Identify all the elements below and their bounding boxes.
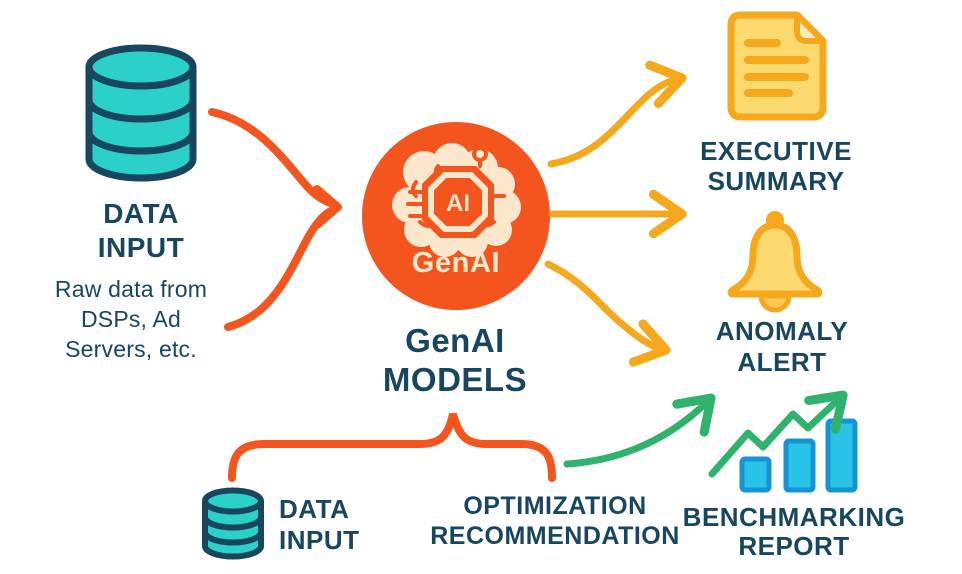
database-divider: [85, 96, 197, 123]
optimization-recommendation-label: OPTIMIZATION RECOMMENDATION: [430, 492, 680, 550]
data-input-label: DATA INPUT: [97, 198, 185, 263]
bar-chart-icon: [708, 390, 858, 493]
benchmarking-report-label: BENCHMARKING REPORT: [682, 502, 906, 561]
bell-icon: [727, 211, 823, 313]
database-divider: [202, 514, 264, 531]
chip-label: AI: [446, 190, 470, 217]
document-icon: [727, 11, 827, 121]
bell-body: [727, 221, 823, 298]
database-divider: [202, 529, 264, 546]
output-arrow-top: [547, 60, 687, 168]
growth-arrow-icon: [708, 390, 848, 478]
chip-node: [472, 146, 488, 162]
bottom-data-input-label: DATA INPUT: [279, 494, 360, 555]
genai-models-title: GenAI MODELS: [382, 322, 528, 398]
genai-badge-label: GenAI: [411, 247, 501, 279]
input-brace: [228, 412, 556, 482]
database-top: [202, 487, 264, 515]
small-database-icon: [202, 487, 264, 560]
output-arrow-bottom: [544, 260, 671, 367]
merge-arrow: [208, 108, 342, 331]
database-divider: [85, 128, 197, 155]
executive-summary-label: EXECUTIVE SUMMARY: [700, 136, 852, 196]
chip-outline: [428, 172, 488, 232]
recommendation-arrow: [563, 393, 716, 468]
document-fold: [794, 12, 826, 44]
bar-small: [739, 456, 772, 493]
document-lines: [744, 39, 809, 97]
bar-tall: [825, 418, 858, 493]
data-input-description: Raw data from DSPs, Ad Servers, etc.: [54, 276, 208, 362]
bar-medium: [783, 438, 816, 493]
database-icon: [85, 44, 197, 182]
anomaly-alert-label: ANOMALY ALERT: [715, 316, 849, 377]
ai-brain-icon: AI: [392, 143, 521, 257]
merge-arrowhead: [313, 185, 342, 229]
bell-clapper: [758, 293, 792, 313]
database-top: [85, 44, 197, 90]
output-arrows: [544, 60, 687, 367]
